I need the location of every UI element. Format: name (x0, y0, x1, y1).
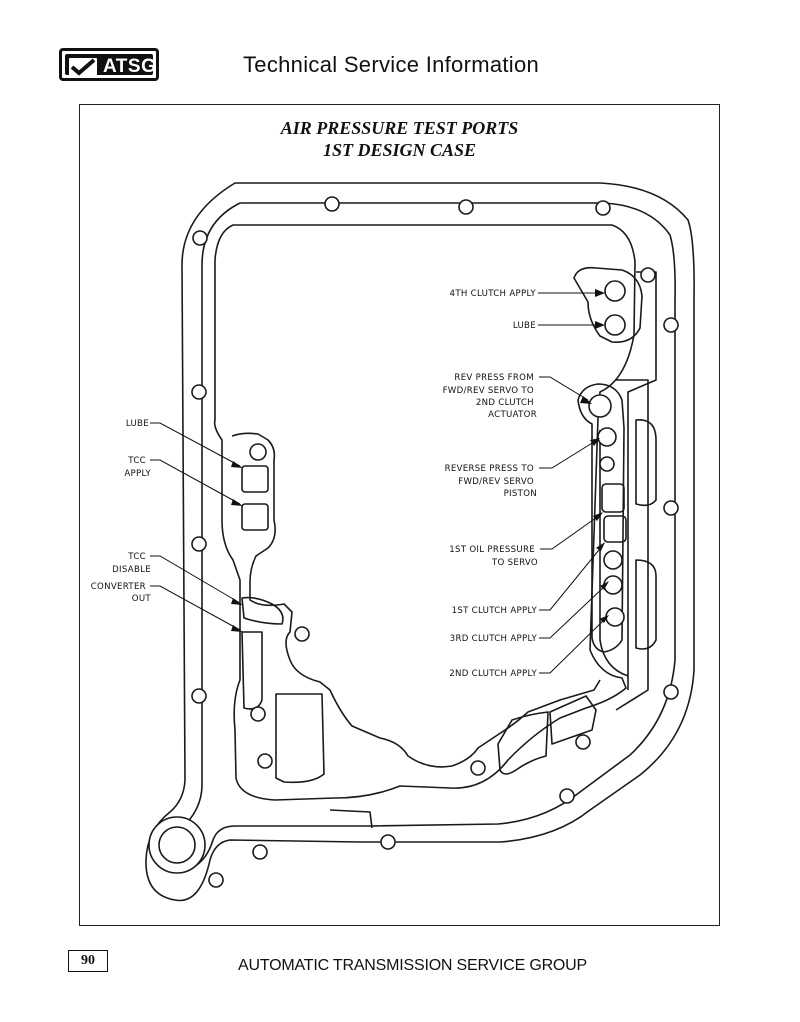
diagram-frame (79, 104, 720, 926)
right-channel (627, 271, 657, 690)
label-tcc-apply: TCC APPLY (124, 456, 151, 479)
port-tcc (249, 443, 267, 461)
bolt-hole (663, 500, 679, 516)
case-inner-outline (166, 202, 676, 871)
bolt-hole (663, 684, 679, 700)
bolt-hole (191, 688, 207, 704)
footer-text: AUTOMATIC TRANSMISSION SERVICE GROUP (238, 957, 588, 974)
label-1st-clutch-apply: 1ST CLUTCH APPLY (452, 606, 538, 616)
label-lube-right: LUBE (513, 321, 536, 331)
header-title: Technical Service Information (243, 52, 540, 77)
port-lube (604, 314, 626, 336)
case-outer-outline (145, 182, 695, 902)
port-reverse-servo (597, 427, 617, 447)
label-reverse-press: REVERSE PRESS TO FWD/REV SERVO PISTON (445, 464, 537, 499)
bolt-hole (595, 200, 611, 216)
label-rev-press: REV PRESS FROM FWD/REV SERVO TO 2ND CLUT… (443, 373, 537, 420)
bolt-hole (458, 199, 474, 215)
bolt-hole (663, 317, 679, 333)
dowel-hole-inner (158, 826, 196, 864)
label-converter-out: CONVERTER OUT (91, 582, 152, 604)
bolt-hole (559, 788, 575, 804)
label-tcc-disable: TCC DISABLE (112, 552, 151, 575)
bolt-hole (252, 844, 268, 860)
checkmark-icon (69, 58, 97, 76)
page-number: 90 (68, 950, 108, 972)
bolt-hole (257, 753, 273, 769)
atsg-logo: ATSG (59, 48, 159, 81)
label-2nd-clutch-apply: 2ND CLUTCH APPLY (449, 669, 537, 679)
bolt-hole (294, 626, 310, 642)
bolt-hole (208, 872, 224, 888)
port-rev-press (588, 394, 612, 418)
port-3rd-clutch (605, 607, 625, 627)
port (599, 456, 615, 472)
left-valve-pad (231, 432, 601, 768)
bolt-hole (191, 536, 207, 552)
inner-channel (213, 224, 636, 801)
bolt-hole (380, 834, 396, 850)
bolt-hole (192, 230, 208, 246)
bolt-hole (250, 706, 266, 722)
label-4th-clutch-apply: 4TH CLUTCH APPLY (450, 289, 537, 299)
label-3rd-clutch-apply: 3RD CLUTCH APPLY (450, 634, 538, 644)
diagram-title-line2: 1ST DESIGN CASE (322, 140, 477, 160)
diagram-title-line1: AIR PRESSURE TEST PORTS (280, 118, 519, 138)
port-1st-oil (603, 550, 623, 570)
bolt-hole (470, 760, 486, 776)
bolt-hole (640, 267, 656, 283)
label-1st-oil-pressure: 1ST OIL PRESSURE TO SERVO (449, 545, 538, 568)
bolt-hole (575, 734, 591, 750)
bolt-hole (324, 196, 340, 212)
port-4th-clutch (604, 280, 626, 302)
bolt-hole (191, 384, 207, 400)
label-lube-left: LUBE (126, 419, 149, 429)
logo-text: ATSG (103, 56, 157, 77)
